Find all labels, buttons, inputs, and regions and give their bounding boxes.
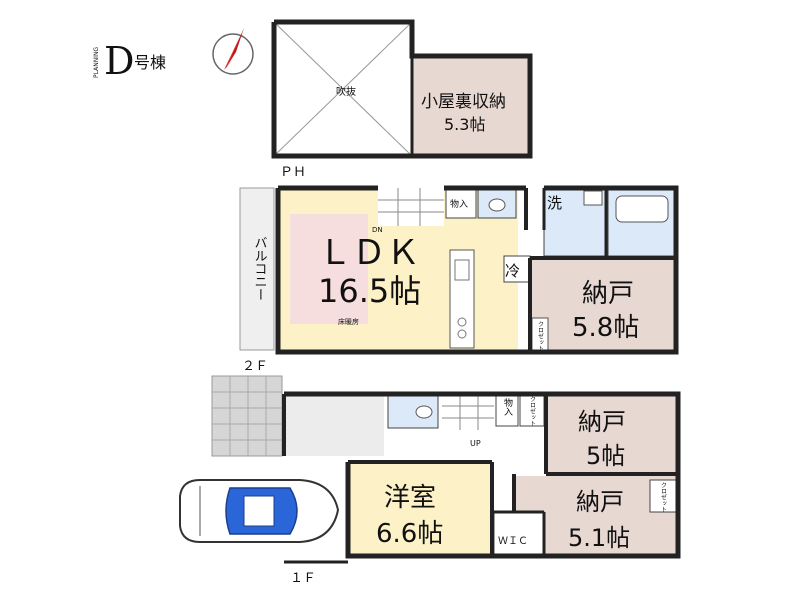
planning-text: PLANNING bbox=[93, 47, 100, 78]
car-icon bbox=[179, 479, 340, 543]
hall-1f bbox=[384, 430, 544, 460]
toilet-1f-icon bbox=[415, 405, 433, 419]
toilet-icon bbox=[488, 198, 506, 212]
nando-2f bbox=[532, 258, 676, 352]
nando-1f-a-name: 納戸 bbox=[578, 408, 626, 436]
floor-heating-label: 床暖房 bbox=[338, 317, 359, 326]
entrance-approach bbox=[211, 375, 283, 457]
building-title: PLANNING D 号棟 bbox=[93, 39, 166, 83]
nando-1f-a-size: 5帖 bbox=[586, 442, 625, 470]
storage-2f bbox=[445, 187, 477, 219]
ph-floor: 吹抜 小屋裏収納 5.3帖 ＰＨ bbox=[271, 19, 533, 180]
second-floor-label: ２Ｆ bbox=[242, 359, 268, 374]
storage-2f-label: 物入 bbox=[450, 198, 468, 210]
washbasin-icon bbox=[583, 190, 603, 206]
wic-label: ＷＩＣ bbox=[498, 536, 528, 547]
genkan bbox=[284, 394, 384, 456]
closet-2f-label: クロゼット bbox=[537, 321, 544, 351]
stairs-1f bbox=[442, 394, 494, 430]
second-floor: バルコニー DN 物入 洗 bbox=[239, 185, 679, 374]
void-label: 吹抜 bbox=[336, 85, 356, 98]
fridge-label: 冷 bbox=[505, 262, 520, 280]
ph-floor-label: ＰＨ bbox=[280, 165, 306, 180]
ldk-size: 16.5帖 bbox=[318, 272, 421, 310]
wic-fill bbox=[493, 511, 545, 557]
building-letter: D bbox=[104, 39, 134, 83]
up-label: UP bbox=[470, 439, 481, 448]
storage-1f-label: 物入 bbox=[502, 397, 513, 416]
compass-icon bbox=[212, 28, 254, 75]
nando-2f-name: 納戸 bbox=[582, 279, 634, 309]
closet-1f-a bbox=[519, 393, 545, 427]
nando-1f-b-name: 納戸 bbox=[576, 488, 624, 516]
balcony-area bbox=[239, 187, 275, 351]
laundry-label: 洗 bbox=[547, 194, 562, 212]
balcony-label: バルコニー bbox=[252, 236, 268, 301]
western-room-name: 洋室 bbox=[384, 483, 436, 513]
bathtub-icon bbox=[615, 195, 669, 223]
western-room bbox=[348, 462, 492, 556]
nando-2f-size: 5.8帖 bbox=[572, 313, 639, 343]
nando-1f-a bbox=[546, 394, 678, 474]
building-suffix: 号棟 bbox=[134, 53, 166, 72]
attic-storage-size: 5.3帖 bbox=[444, 115, 485, 134]
first-floor-label: １Ｆ bbox=[290, 571, 316, 586]
floor-heating-area bbox=[290, 214, 368, 324]
western-room-size: 6.6帖 bbox=[376, 519, 443, 549]
first-floor: UP 物入 クロゼット クロゼット 納戸 5帖 洋室 6.6帖 ＷＩＣ 納戸 5… bbox=[179, 375, 681, 586]
stairs-2f bbox=[378, 188, 444, 226]
closet-1f-b-label: クロゼット bbox=[660, 482, 667, 512]
kitchen-counter bbox=[449, 249, 475, 349]
nando-1f-b-size: 5.1帖 bbox=[568, 524, 630, 552]
fridge-space bbox=[503, 255, 531, 283]
ldk-name: ＬＤＫ bbox=[318, 233, 420, 273]
closet-1f-a-label: クロゼット bbox=[529, 396, 536, 426]
attic-storage-area bbox=[412, 56, 530, 156]
attic-storage-name: 小屋裏収納 bbox=[421, 91, 506, 112]
down-label: DN bbox=[372, 226, 383, 234]
